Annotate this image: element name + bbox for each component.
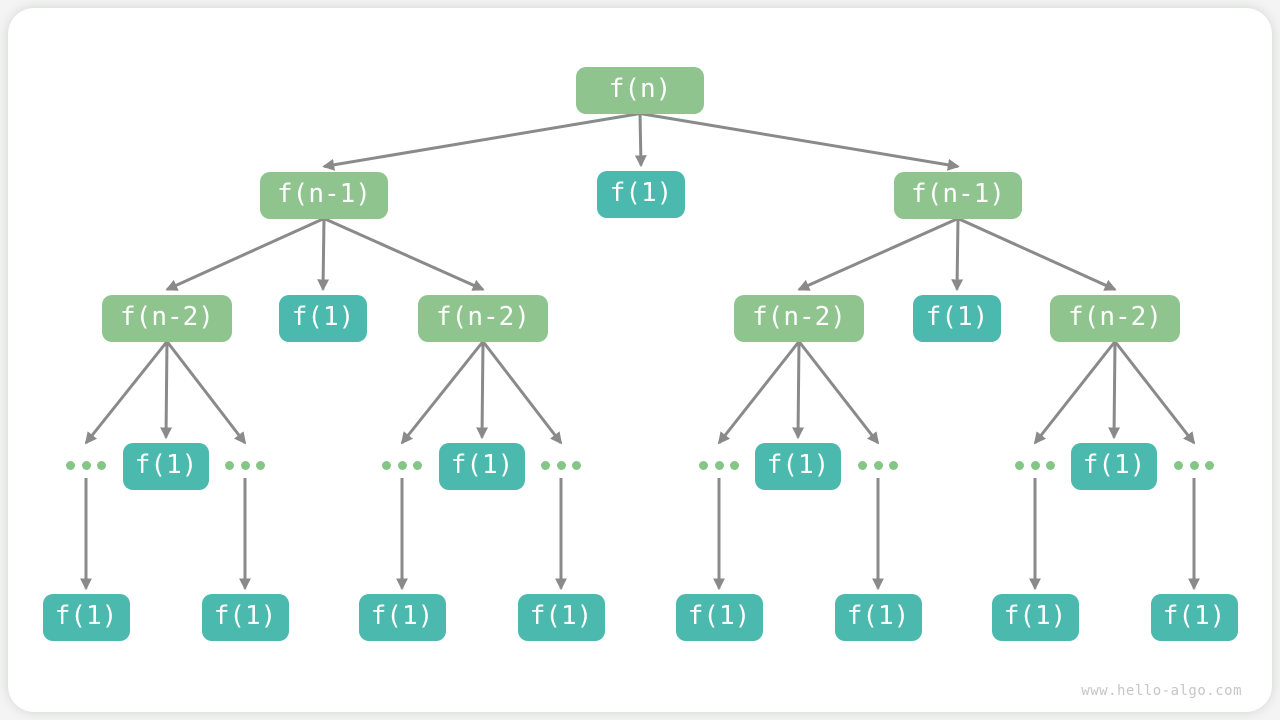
dot-icon: [240, 460, 250, 470]
dot-icon: [97, 460, 106, 470]
dot-icon: [1189, 460, 1199, 470]
tree-node-l3-3: f(n-2): [734, 294, 864, 342]
dot-icon: [889, 460, 898, 470]
edge-l3-1-to-dots-1: [84, 340, 169, 445]
tree-node-l5-3: f(1): [358, 593, 446, 641]
tree-node-root: f(n): [576, 66, 704, 114]
tree-node-l5-8: f(1): [1150, 593, 1238, 641]
ellipsis-dots-dots-3: [382, 459, 422, 471]
dot-icon: [66, 460, 75, 470]
edge-l3-1-to-dots-2: [165, 340, 247, 445]
ellipsis-dots-dots-7: [1015, 459, 1055, 471]
tree-node-l4-f1-3: f(1): [755, 442, 841, 490]
edge-l3-3-to-dots-5: [717, 340, 801, 445]
tree-node-l5-7: f(1): [991, 593, 1079, 641]
tree-node-l3-f1-left: f(1): [279, 294, 367, 342]
tree-node-l5-1: f(1): [42, 593, 130, 641]
edge-l2-left-to-l3-f1-left: [317, 218, 330, 292]
edge-l3-2-to-l4-f1-2: [476, 341, 489, 440]
dot-icon: [714, 460, 724, 470]
dot-icon: [397, 460, 407, 470]
dot-icon: [1174, 460, 1183, 470]
edge-l2-right-to-l3-3: [797, 217, 959, 291]
dot-icon: [1015, 460, 1024, 470]
tree-node-l2-center: f(1): [597, 170, 685, 218]
edge-l2-left-to-l3-1: [165, 217, 325, 291]
edge-l2-left-to-l3-2: [323, 217, 485, 291]
tree-node-l5-5: f(1): [675, 593, 763, 641]
edge-root-to-l2-right: [639, 112, 960, 171]
dot-icon: [413, 460, 422, 470]
edge-l2-right-to-l3-f1-right: [951, 218, 964, 292]
dot-icon: [541, 460, 550, 470]
dot-icon: [572, 460, 581, 470]
dot-icon: [699, 460, 708, 470]
dot-icon: [382, 460, 391, 470]
edge-root-to-l2-left: [322, 112, 641, 171]
dot-icon: [81, 460, 91, 470]
tree-node-l4-f1-4: f(1): [1071, 442, 1157, 490]
tree-node-l2-left: f(n-1): [260, 171, 388, 219]
dot-icon: [873, 460, 883, 470]
edge-l3-3-to-dots-6: [797, 340, 880, 445]
ellipsis-dots-dots-1: [66, 459, 106, 471]
tree-node-l3-1: f(n-2): [102, 294, 232, 342]
dot-icon: [1205, 460, 1214, 470]
edge-l3-2-to-dots-3: [400, 340, 485, 445]
edge-l2-right-to-l3-4: [957, 217, 1117, 291]
dot-icon: [556, 460, 566, 470]
ellipsis-dots-dots-5: [699, 459, 739, 471]
edge-root-to-l2-center: [634, 113, 647, 168]
dot-icon: [1046, 460, 1055, 470]
edge-l3-2-to-dots-4: [481, 340, 563, 445]
dot-icon: [256, 460, 265, 470]
dot-icon: [730, 460, 739, 470]
tree-node-l5-2: f(1): [201, 593, 289, 641]
tree-node-l3-4: f(n-2): [1050, 294, 1180, 342]
edge-l3-4-to-dots-8: [1113, 340, 1196, 445]
tree-node-l5-6: f(1): [834, 593, 922, 641]
ellipsis-dots-dots-4: [541, 459, 581, 471]
edge-l3-4-to-dots-7: [1033, 340, 1117, 445]
dot-icon: [225, 460, 234, 470]
tree-node-l5-4: f(1): [517, 593, 605, 641]
edge-l3-4-to-l4-f1-4: [1108, 341, 1121, 440]
ellipsis-dots-dots-2: [225, 459, 265, 471]
tree-node-l4-f1-2: f(1): [439, 442, 525, 490]
ellipsis-dots-dots-6: [858, 459, 898, 471]
dot-icon: [858, 460, 867, 470]
tree-node-l3-f1-right: f(1): [913, 294, 1001, 342]
ellipsis-dots-dots-8: [1174, 459, 1214, 471]
edge-l3-1-to-l4-f1-1: [160, 341, 173, 440]
tree-node-l2-right: f(n-1): [894, 171, 1022, 219]
tree-node-l4-f1-1: f(1): [123, 442, 209, 490]
tree-node-l3-2: f(n-2): [418, 294, 548, 342]
watermark: www.hello-algo.com: [1081, 683, 1242, 699]
dot-icon: [1030, 460, 1040, 470]
edge-l3-3-to-l4-f1-3: [792, 341, 805, 440]
